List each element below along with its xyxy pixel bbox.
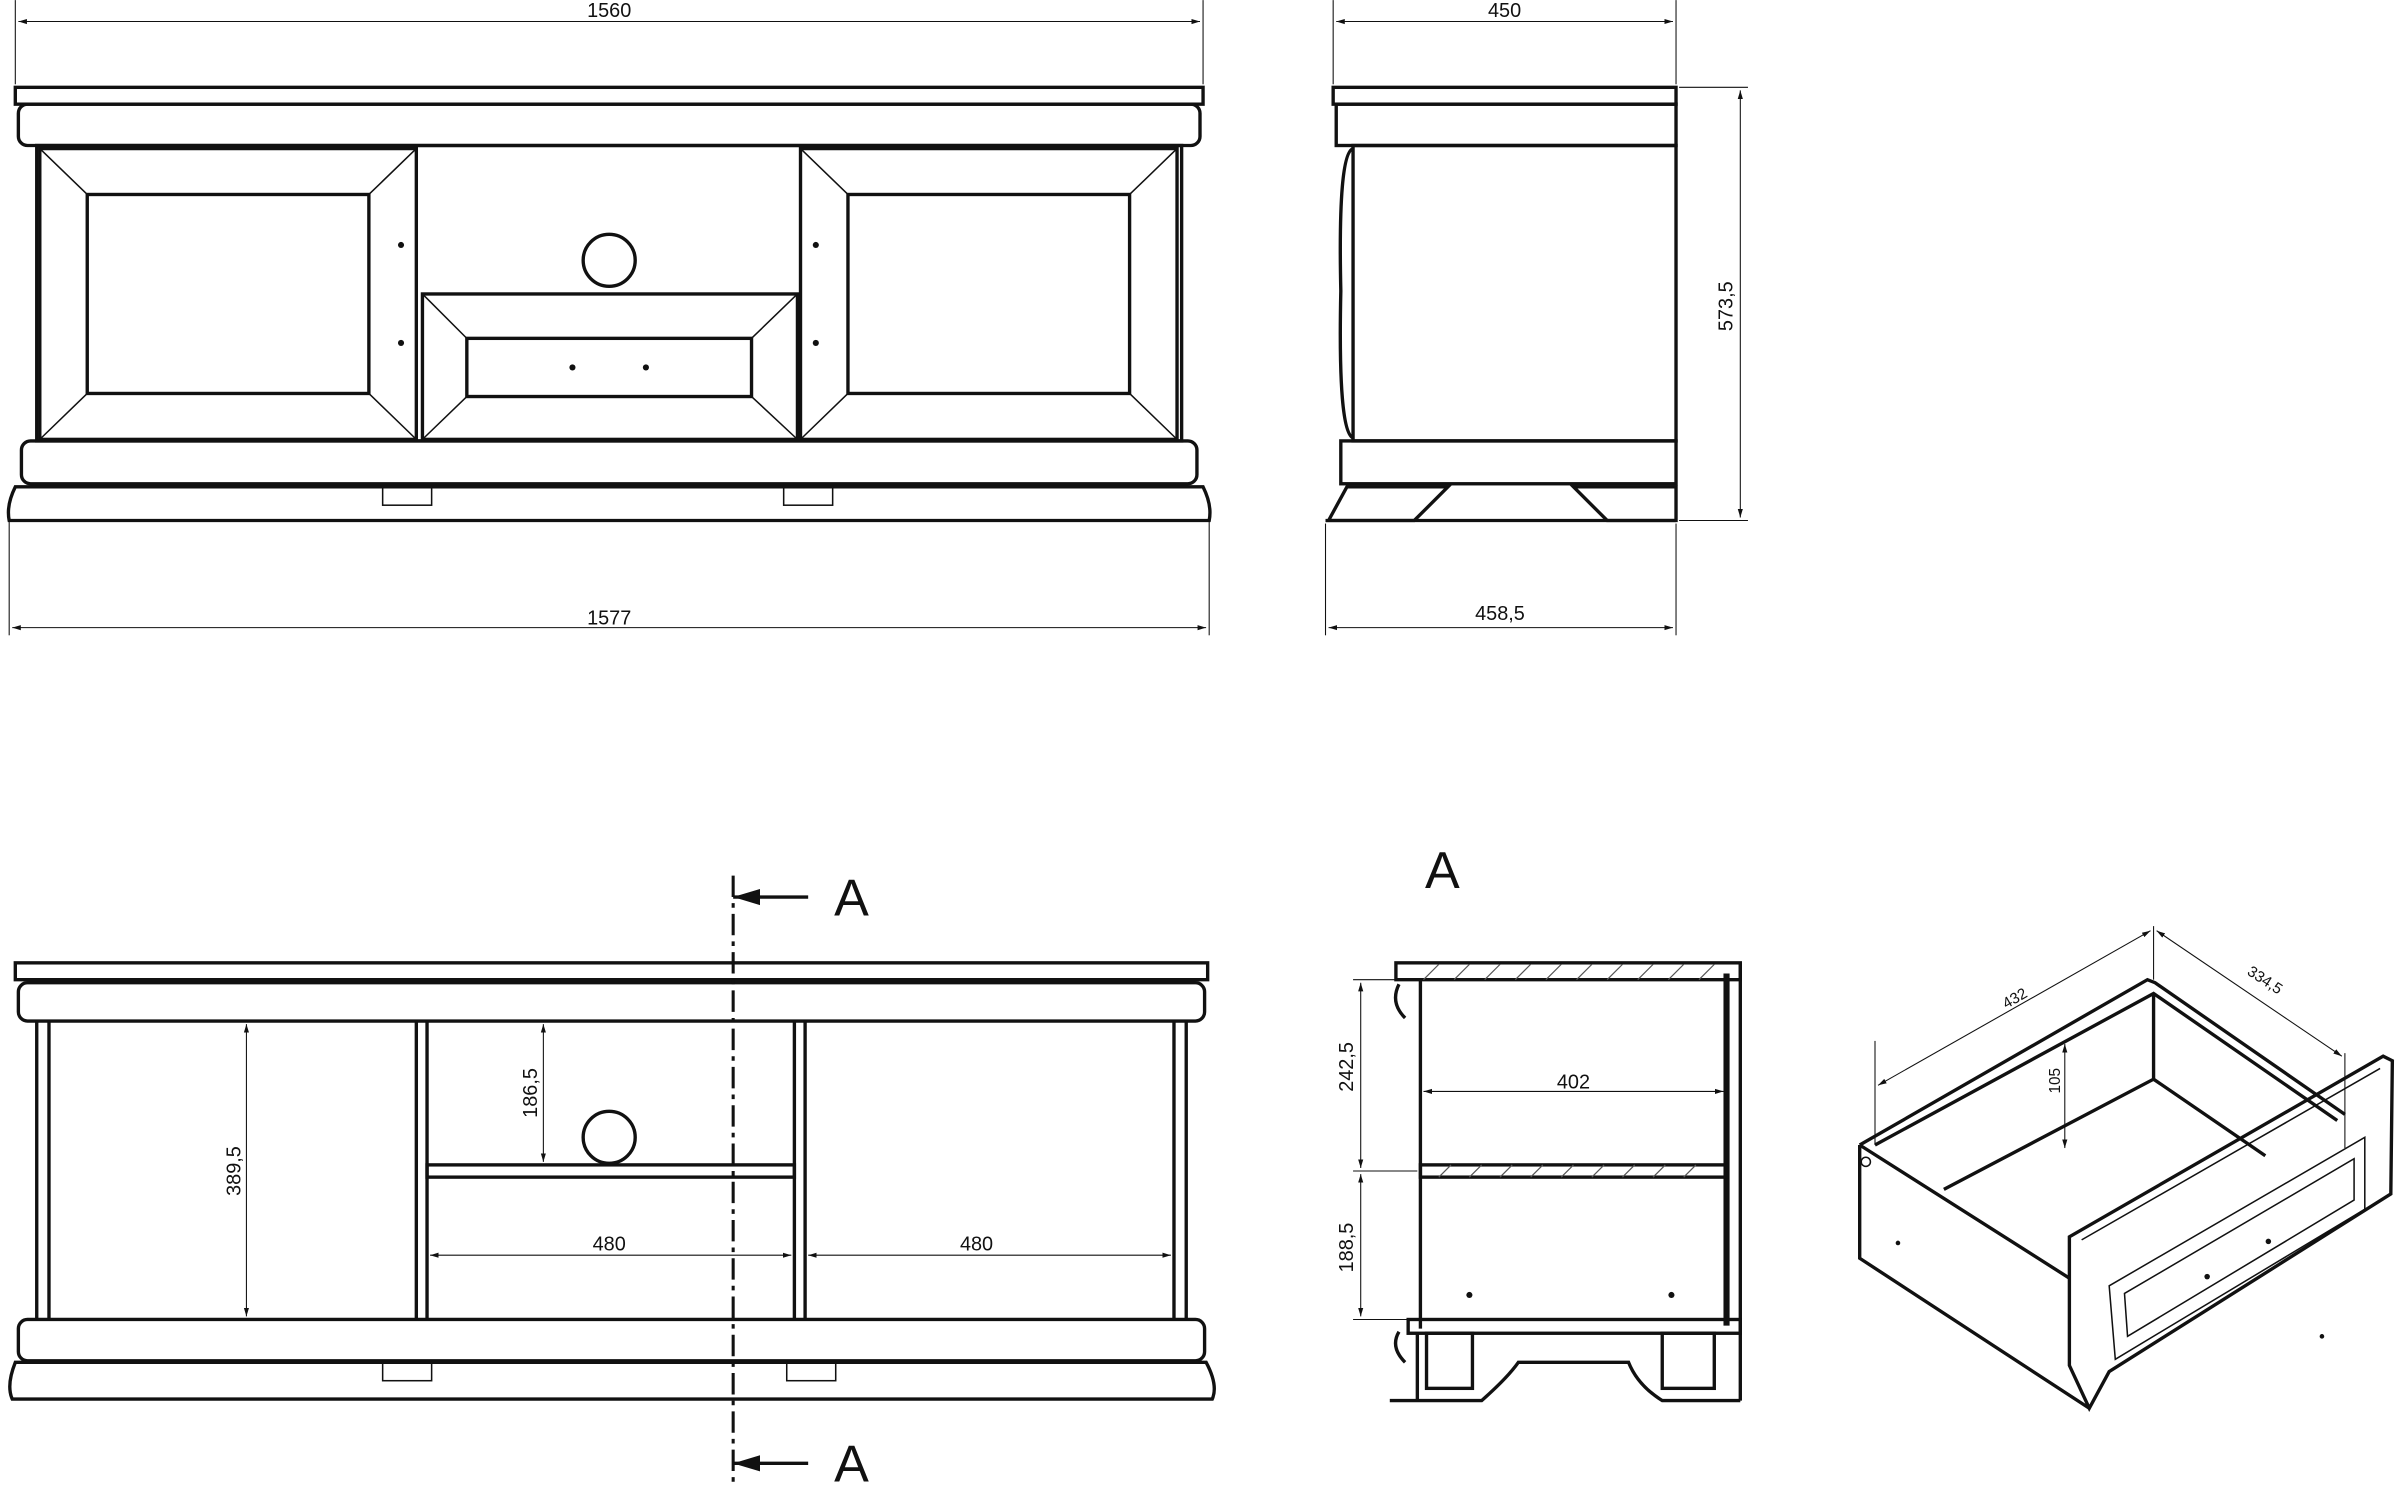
- drawer-height-label: 105: [2047, 1068, 2064, 1094]
- dimension-niche-height: 186,5: [520, 1068, 542, 1118]
- side-view: 450 573,5 458,5: [1324, 0, 1748, 636]
- front-section-view: 389,5 186,5 480 480 A A: [8, 869, 1216, 1491]
- section-a-title: A: [1425, 842, 1460, 900]
- dimension-width-top: 1560: [587, 0, 631, 22]
- drawer-isometric-view: 432 334,5 105: [1858, 926, 2395, 1413]
- section-a-view: A 242,5 188,5 402: [1336, 842, 1742, 1403]
- front-view: 1560 1577: [6, 0, 1212, 636]
- dimension-shelf-width-middle: 480: [593, 1234, 626, 1256]
- cable-hole: [581, 232, 637, 288]
- dimension-inner-height: 389,5: [223, 1146, 245, 1196]
- dimension-depth-top: 450: [1488, 0, 1521, 22]
- drawer-depth-label: 334,5: [2244, 963, 2285, 998]
- section-marker-bottom: A: [834, 1436, 869, 1491]
- dimension-upper-height: 242,5: [1336, 1042, 1358, 1092]
- dimension-inner-depth: 402: [1557, 1071, 1590, 1093]
- dimension-shelf-width-right: 480: [960, 1234, 993, 1256]
- dimension-lower-height: 188,5: [1336, 1223, 1358, 1273]
- section-marker-top: A: [834, 869, 869, 927]
- dimension-width-bottom: 1577: [587, 608, 631, 630]
- dimension-depth-bottom: 458,5: [1475, 603, 1525, 625]
- drawer-length-label: 432: [2000, 985, 2031, 1012]
- dimension-height: 573,5: [1716, 281, 1738, 331]
